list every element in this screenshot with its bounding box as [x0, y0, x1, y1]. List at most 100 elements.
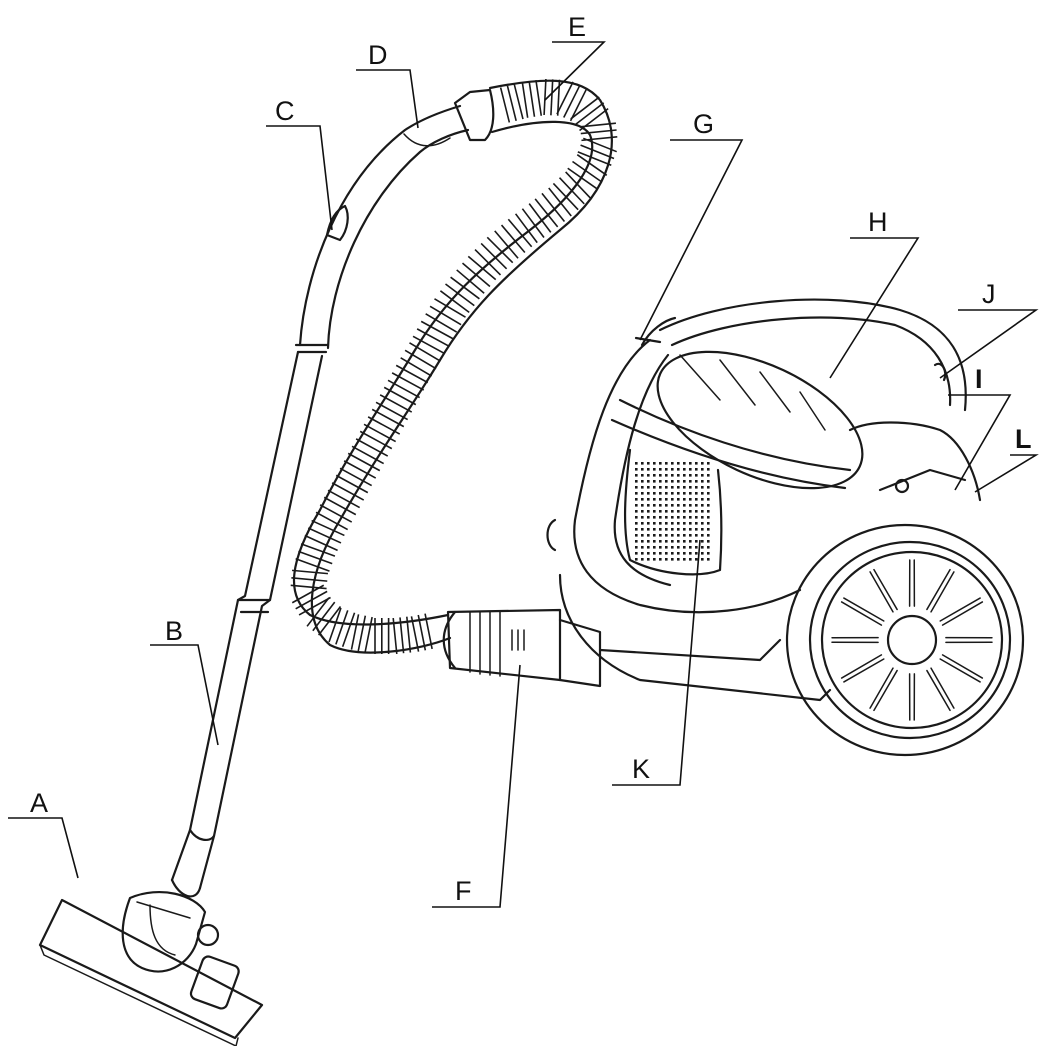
filter-mesh-dot [701, 486, 704, 489]
filter-mesh-dot [671, 468, 674, 471]
filter-mesh-dot [653, 558, 656, 561]
hose-rib [311, 519, 345, 537]
filter-mesh-dot [653, 504, 656, 507]
filter-mesh-dot [641, 510, 644, 513]
filter-mesh-dot [671, 552, 674, 555]
filter-mesh-dot [647, 534, 650, 537]
filter-mesh-dot [677, 486, 680, 489]
filter-mesh-dot [707, 546, 710, 549]
filter-mesh-dot [659, 522, 662, 525]
filter-mesh-dot [641, 498, 644, 501]
filter-mesh-dot [659, 534, 662, 537]
hose-rib [499, 87, 511, 123]
filter-mesh-dot [701, 534, 704, 537]
filter-mesh-dot [659, 480, 662, 483]
filter-mesh-dot [695, 462, 698, 465]
filter-mesh-dot [635, 552, 638, 555]
hose-rib [291, 577, 328, 582]
filter-mesh-dot [635, 486, 638, 489]
filter-mesh-dot [683, 498, 686, 501]
filter-mesh-dot [707, 492, 710, 495]
label-C: C [275, 96, 295, 126]
filter-mesh-dot [695, 546, 698, 549]
hose-rib [412, 335, 446, 355]
hose-rib [331, 482, 365, 501]
filter-mesh-dot [701, 546, 704, 549]
filter-mesh-dot [635, 480, 638, 483]
hose-rib [306, 597, 330, 627]
filter-mesh-dot [683, 462, 686, 465]
filter-mesh-dot [707, 486, 710, 489]
filter-mesh-dot [695, 504, 698, 507]
filter-mesh-dot [653, 474, 656, 477]
hose-rib [416, 328, 450, 347]
hose-rib [450, 276, 480, 300]
filter-mesh-dot [677, 480, 680, 483]
hose-rib [535, 80, 543, 116]
filter-mesh-dot [665, 540, 668, 543]
filter-mesh-dot [641, 546, 644, 549]
flexible-hose [290, 78, 618, 654]
rear-wheel [785, 523, 1025, 757]
hose-rib [392, 618, 398, 654]
filter-mesh-dot [653, 468, 656, 471]
filter-mesh-dot [647, 474, 650, 477]
wheel-spoke [873, 568, 898, 611]
filter-mesh-dot [689, 480, 692, 483]
filter-mesh-dot [641, 504, 644, 507]
hose-rib [500, 224, 526, 254]
hose-rib [328, 607, 342, 643]
filter-mesh-dot [653, 534, 656, 537]
hose-rib [399, 617, 405, 654]
filter-mesh-dot [665, 492, 668, 495]
filter-mesh-dot [707, 516, 710, 519]
filter-mesh-dot [683, 534, 686, 537]
filter-mesh-dot [689, 474, 692, 477]
label-K: K [632, 754, 650, 784]
filter-mesh-dot [665, 558, 668, 561]
filter-mesh-dot [641, 528, 644, 531]
filter-mesh-dot [653, 510, 656, 513]
label-F: F [455, 876, 472, 906]
hose-rib [357, 615, 367, 652]
hose-rib [327, 489, 361, 509]
hose-rib [359, 430, 393, 450]
filter-mesh-dot [683, 558, 686, 561]
filter-mesh-dot [683, 516, 686, 519]
hose-rib [563, 84, 581, 118]
hose-rib [339, 467, 373, 487]
hose-rib [343, 460, 377, 479]
filter-mesh-dot [635, 558, 638, 561]
filter-mesh-dot [665, 516, 668, 519]
filter-mesh-dot [665, 498, 668, 501]
filter-mesh-dot [677, 540, 680, 543]
wheel-spoke [941, 601, 984, 626]
filter-mesh-dot [695, 510, 698, 513]
filter-mesh-dot [659, 552, 662, 555]
filter-mesh-dot [689, 498, 692, 501]
filter-mesh-dot [707, 468, 710, 471]
filter-mesh-dot [689, 504, 692, 507]
hose-rib [556, 81, 574, 115]
filter-mesh-dot [677, 534, 680, 537]
filter-mesh-dot [689, 486, 692, 489]
filter-mesh-dot [653, 516, 656, 519]
filter-mesh-dot [665, 480, 668, 483]
filter-mesh-dot [647, 492, 650, 495]
hose-rib [576, 154, 608, 176]
hose-rib [317, 606, 342, 636]
filter-mesh-dot [659, 528, 662, 531]
wheel-spoke [869, 667, 894, 709]
hose-rib [375, 401, 409, 421]
filter-mesh-dot [665, 528, 668, 531]
filter-mesh-dot [707, 510, 710, 513]
filter-mesh-dot [677, 516, 680, 519]
floor-nozzle [38, 890, 264, 1046]
wheel-spoke [930, 667, 955, 709]
filter-mesh-dot [677, 468, 680, 471]
hose-rib [292, 569, 328, 575]
filter-mesh-dot [659, 546, 662, 549]
label-L: L [1015, 424, 1032, 454]
filter-mesh-dot [683, 552, 686, 555]
filter-mesh-dot [653, 486, 656, 489]
